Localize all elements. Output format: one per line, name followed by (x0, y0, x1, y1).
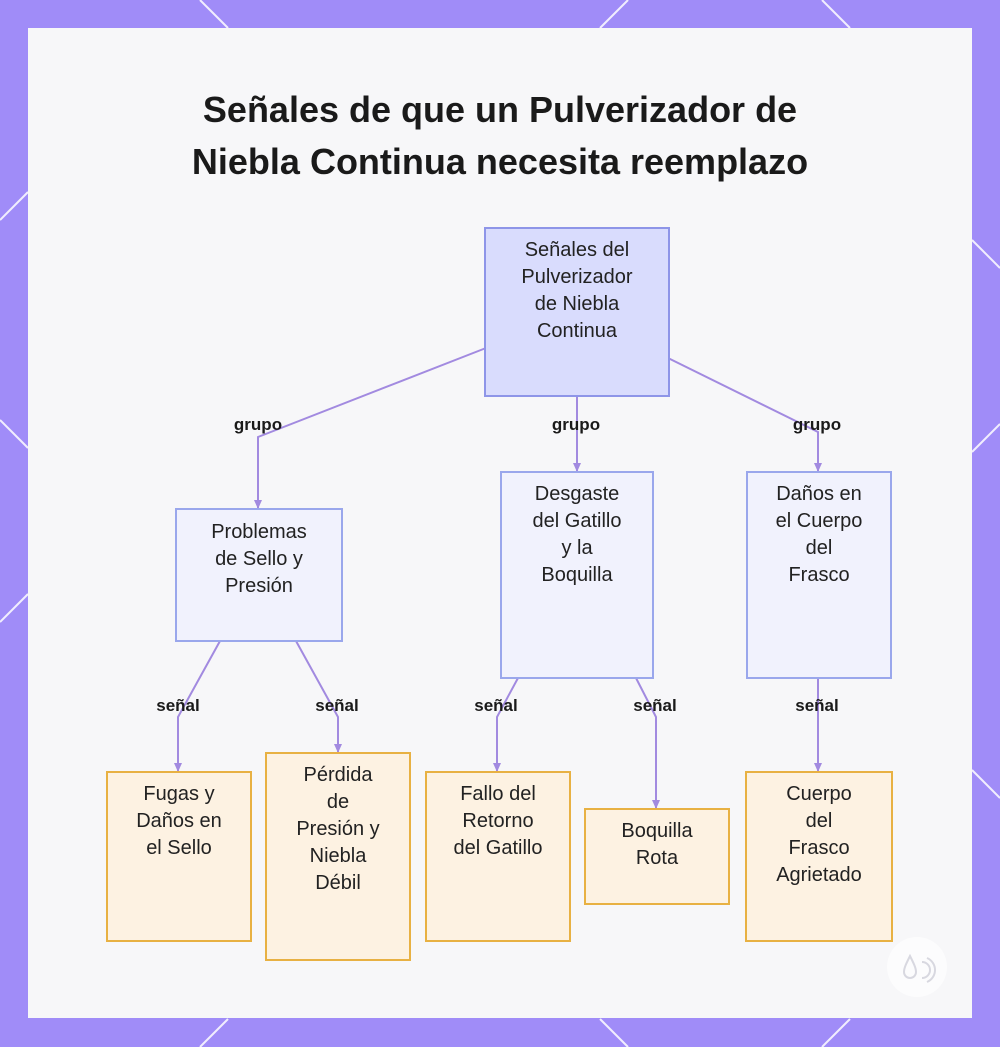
edge-label-grupo-3: grupo (792, 415, 842, 434)
edge-group-2-leaf-4 (635, 677, 660, 809)
leaf-node-perdida-presion: Pérdida de Presión y Niebla Débil (265, 752, 411, 961)
edge-label-grupo-1: grupo (233, 415, 283, 434)
group-node-sello-presion: Problemas de Sello y Presión (175, 508, 343, 642)
edge-label-grupo-2: grupo (551, 415, 601, 434)
leaf-node-cuerpo-agrietado: Cuerpo del Frasco Agrietado (745, 771, 893, 942)
edge-label-senal-4: señal (633, 696, 677, 715)
edge-label-senal-1: señal (156, 696, 200, 715)
group-node-cuerpo-frasco: Daños en el Cuerpo del Frasco (746, 471, 892, 679)
title-line-2: Niebla Continua necesita reemplazo (191, 141, 809, 182)
edge-group-1-leaf-1 (174, 640, 221, 772)
edge-root-group-3 (667, 357, 822, 472)
leaf-node-fallo-retorno: Fallo del Retorno del Gatillo (425, 771, 571, 942)
edge-label-senal-5: señal (795, 696, 839, 715)
edge-label-senal-3: señal (474, 696, 518, 715)
edge-group-2-leaf-3 (493, 677, 519, 772)
edge-label-senal-2: señal (315, 696, 359, 715)
watermark-logo-icon (887, 937, 947, 997)
group-node-gatillo-boquilla: Desgaste del Gatillo y la Boquilla (500, 471, 654, 679)
leaf-node-fugas-sello: Fugas y Daños en el Sello (106, 771, 252, 942)
diagram-title: Señales de que un Pulverizador de Niebla… (0, 84, 1000, 188)
edge-root-group-1 (254, 347, 487, 509)
root-node: Señales del Pulverizador de Niebla Conti… (484, 227, 670, 397)
title-line-1: Señales de que un Pulverizador de (202, 89, 798, 130)
edge-group-1-leaf-2 (295, 640, 342, 753)
leaf-node-boquilla-rota: Boquilla Rota (584, 808, 730, 905)
